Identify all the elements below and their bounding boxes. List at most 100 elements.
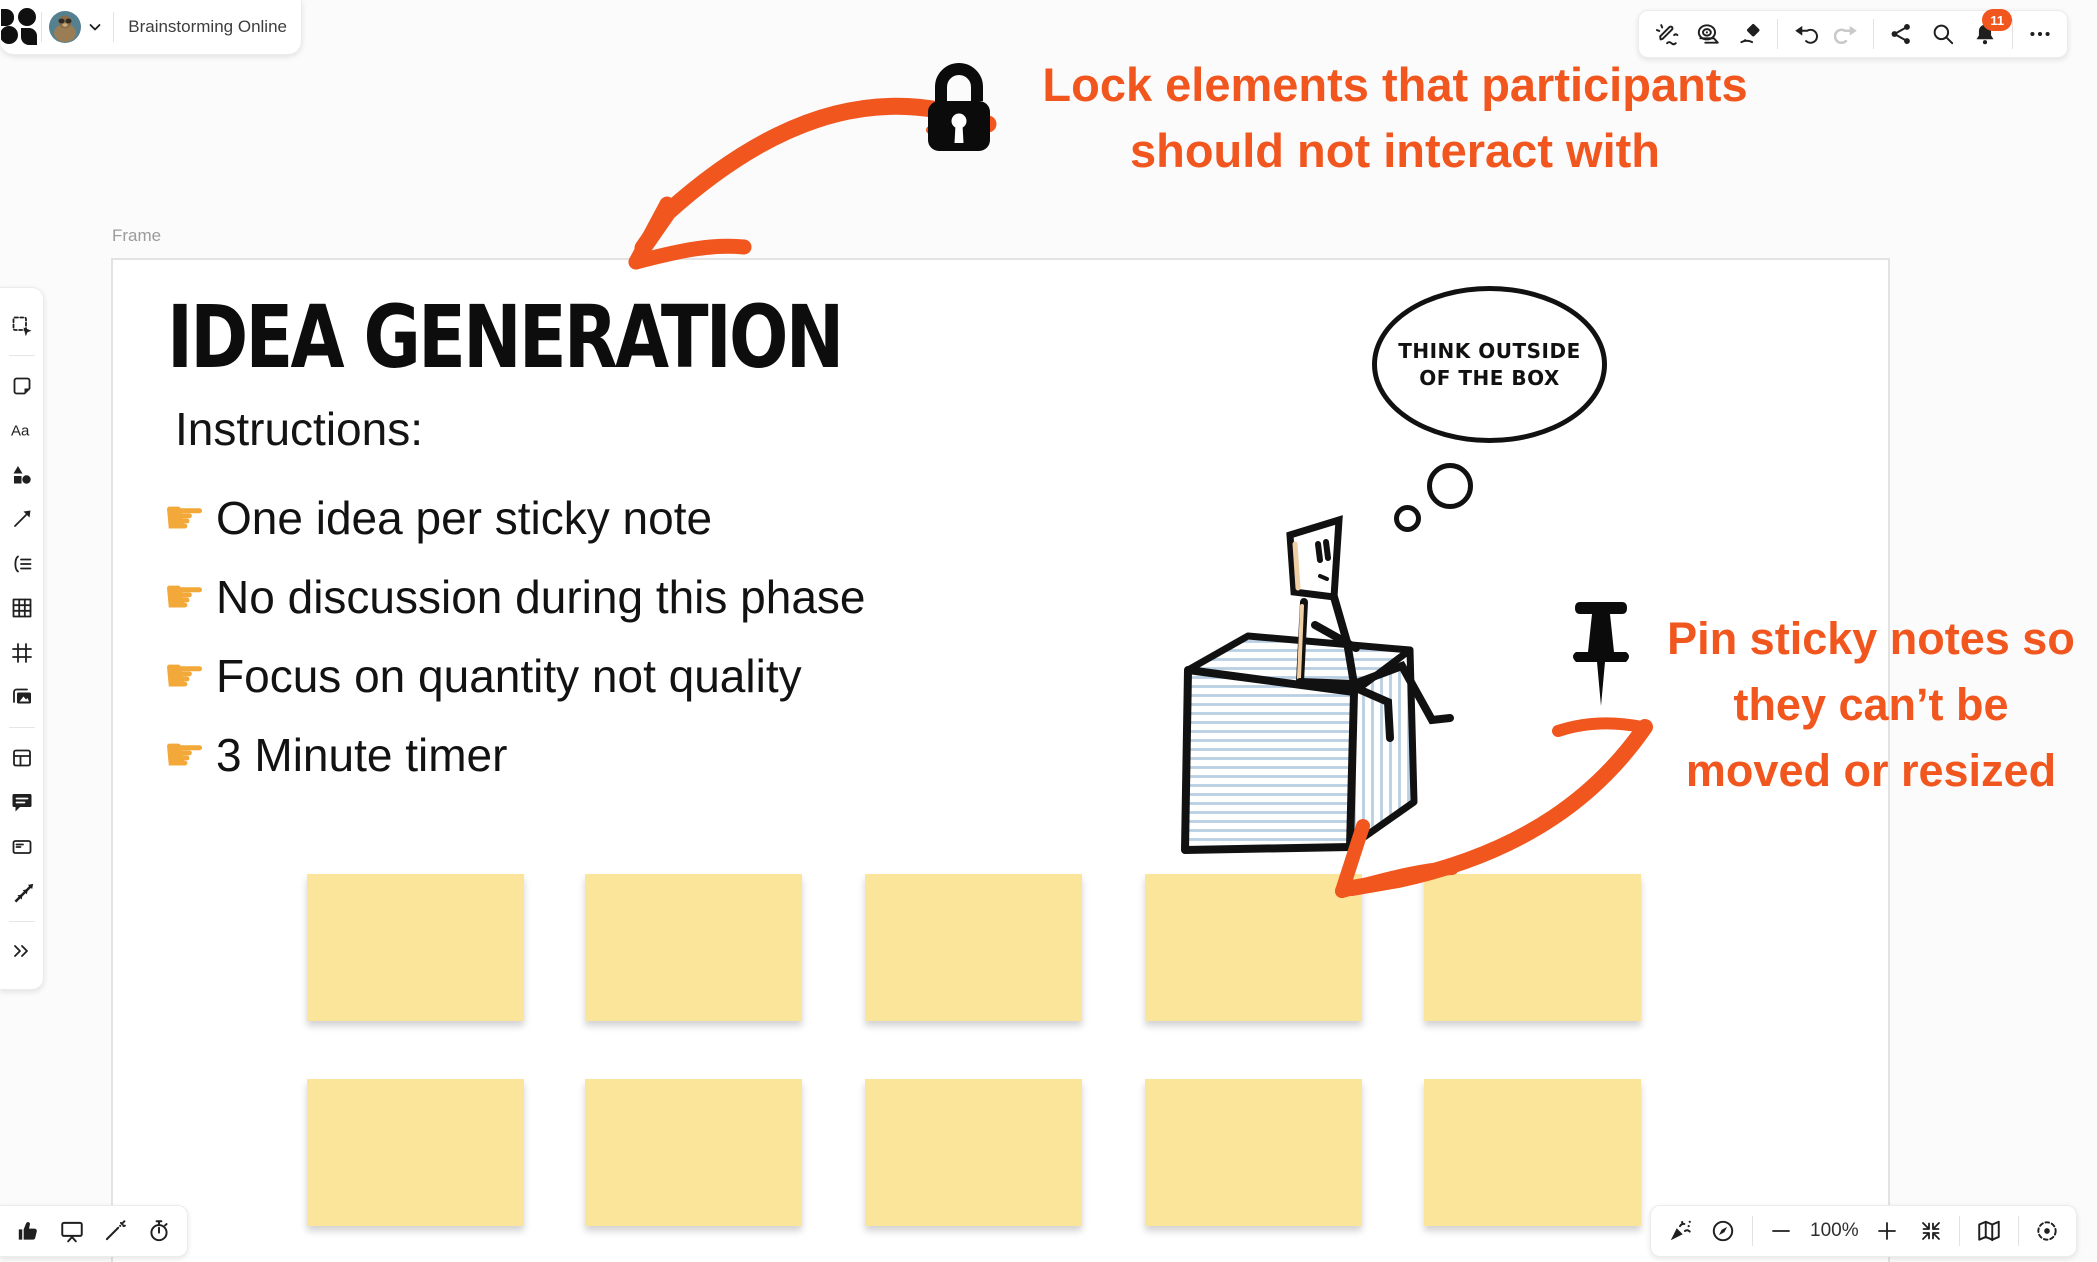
bubble-line: THINK OUTSIDE xyxy=(1398,338,1581,363)
notifications-badge: 11 xyxy=(1982,9,2013,31)
sticky-note[interactable] xyxy=(1424,1079,1641,1226)
more-button[interactable] xyxy=(2025,19,2055,49)
navigate-button[interactable] xyxy=(1708,1216,1738,1246)
draw-button[interactable] xyxy=(1651,19,1681,49)
bulk-arrows-icon xyxy=(14,884,33,903)
frame-icon xyxy=(11,643,32,663)
instructions-heading[interactable]: Instructions: xyxy=(175,403,423,455)
double-chevron-right-icon xyxy=(13,945,28,958)
instruction-item[interactable]: ☛ One idea per sticky note xyxy=(163,478,866,557)
fit-to-screen-button[interactable] xyxy=(1916,1216,1946,1246)
frame[interactable]: IDEA GENERATION Instructions: ☛ One idea… xyxy=(111,258,1890,1262)
instruction-item[interactable]: ☛ Focus on quantity not quality xyxy=(163,636,866,715)
minimap-button[interactable] xyxy=(1974,1216,2004,1246)
lock-annotation-line: should not interact with xyxy=(1129,124,1661,177)
instructions-list[interactable]: ☛ One idea per sticky note ☛ No discussi… xyxy=(163,478,866,794)
sticky-note[interactable] xyxy=(865,874,1082,1021)
top-toolbar: 11 xyxy=(1638,9,2068,58)
focus-icon xyxy=(2037,1221,2057,1241)
sticky-note[interactable] xyxy=(307,1079,524,1226)
zoom-in-button[interactable] xyxy=(1872,1216,1902,1246)
shapes-tool[interactable] xyxy=(7,460,37,490)
sticky-note[interactable] xyxy=(585,1079,802,1226)
table-tool[interactable] xyxy=(7,593,37,623)
figure-on-box-illustration[interactable] xyxy=(1152,502,1672,902)
expand-tools-button[interactable] xyxy=(7,936,37,966)
instruction-item[interactable]: ☛ No discussion during this phase xyxy=(163,557,866,636)
card-tool[interactable] xyxy=(7,832,37,862)
board-heading-text[interactable]: IDEA GENERATION xyxy=(167,286,844,388)
celebrate-button[interactable] xyxy=(1665,1216,1695,1246)
table-icon xyxy=(12,598,31,618)
thought-bubble-circle xyxy=(1394,505,1421,532)
present-screen-icon xyxy=(61,1221,83,1243)
eraser-button[interactable] xyxy=(1735,19,1765,49)
frame-label[interactable]: Frame xyxy=(112,226,162,245)
pin-annotation-line: moved or resized xyxy=(1685,745,2057,796)
thumbs-up-icon xyxy=(19,1222,38,1240)
comment-icon xyxy=(12,794,31,812)
mind-map-tool[interactable] xyxy=(7,549,37,579)
tape-button[interactable] xyxy=(1693,19,1723,49)
text-tool[interactable]: Aa xyxy=(7,415,37,445)
sticky-note[interactable] xyxy=(865,1079,1082,1226)
comment-tool[interactable] xyxy=(7,787,37,817)
images-tool[interactable] xyxy=(7,682,37,712)
template-tool[interactable] xyxy=(7,743,37,773)
magic-wand-icon xyxy=(106,1220,127,1241)
account-menu[interactable] xyxy=(41,11,113,43)
fit-screen-icon xyxy=(1921,1222,1940,1240)
map-icon xyxy=(1978,1220,2000,1242)
ellipsis-icon xyxy=(2030,31,2050,37)
tools-sidebar: Aa xyxy=(0,287,44,990)
instruction-text: One idea per sticky note xyxy=(216,491,713,544)
present-button[interactable] xyxy=(57,1216,87,1246)
instruction-item[interactable]: ☛ 3 Minute timer xyxy=(163,715,866,794)
sticky-note[interactable] xyxy=(1145,1079,1362,1226)
sticky-note[interactable] xyxy=(585,874,802,1021)
app-logo[interactable] xyxy=(0,0,41,55)
magic-wand-button[interactable] xyxy=(100,1216,130,1246)
redo-button[interactable] xyxy=(1832,19,1862,49)
pushpin-icon xyxy=(1573,602,1629,706)
instruction-text: Focus on quantity not quality xyxy=(216,649,802,702)
notifications-button[interactable]: 11 xyxy=(1970,9,2013,49)
zoom-out-button[interactable] xyxy=(1766,1216,1796,1246)
sticky-note-tool[interactable] xyxy=(7,371,37,401)
sticky-note[interactable] xyxy=(1145,874,1362,1021)
board-title[interactable]: Brainstorming Online xyxy=(128,17,287,36)
frame-tool[interactable] xyxy=(7,638,37,668)
pin-annotation[interactable]: Pin sticky notes so they can’t be moved … xyxy=(1645,606,2097,804)
sticky-note[interactable] xyxy=(307,874,524,1021)
select-icon xyxy=(12,316,31,336)
thought-bubble-circle xyxy=(1427,463,1473,509)
divider xyxy=(1751,1216,1753,1246)
padlock-icon xyxy=(928,63,990,151)
search-button[interactable] xyxy=(1928,19,1958,49)
undo-button[interactable] xyxy=(1790,19,1820,49)
bulk-add-tool[interactable] xyxy=(7,876,37,906)
pointing-hand-icon: ☛ xyxy=(163,647,207,704)
divider xyxy=(113,12,115,42)
connector-tool[interactable] xyxy=(7,504,37,534)
thought-bubble[interactable]: THINK OUTSIDE OF THE BOX xyxy=(1372,286,1607,443)
zoom-level[interactable]: 100% xyxy=(1810,1220,1859,1241)
select-tool[interactable] xyxy=(7,311,37,341)
sticky-note[interactable] xyxy=(1424,874,1641,1021)
divider xyxy=(40,12,42,42)
lock-annotation[interactable]: Lock elements that participants should n… xyxy=(995,52,1795,184)
timer-button[interactable] xyxy=(144,1216,174,1246)
reactions-button[interactable] xyxy=(13,1216,43,1246)
divider xyxy=(1873,19,1875,49)
view-toolbar: 100% xyxy=(1650,1205,2077,1257)
divider xyxy=(8,355,35,357)
pin-annotation-line: Pin sticky notes so xyxy=(1667,613,2075,664)
card-icon xyxy=(12,839,31,854)
redo-icon xyxy=(1833,25,1857,45)
share-button[interactable] xyxy=(1886,19,1916,49)
marmot-avatar xyxy=(49,11,82,43)
divider xyxy=(1959,1216,1961,1246)
focus-mode-button[interactable] xyxy=(2032,1216,2062,1246)
tape-icon xyxy=(1697,24,1719,44)
